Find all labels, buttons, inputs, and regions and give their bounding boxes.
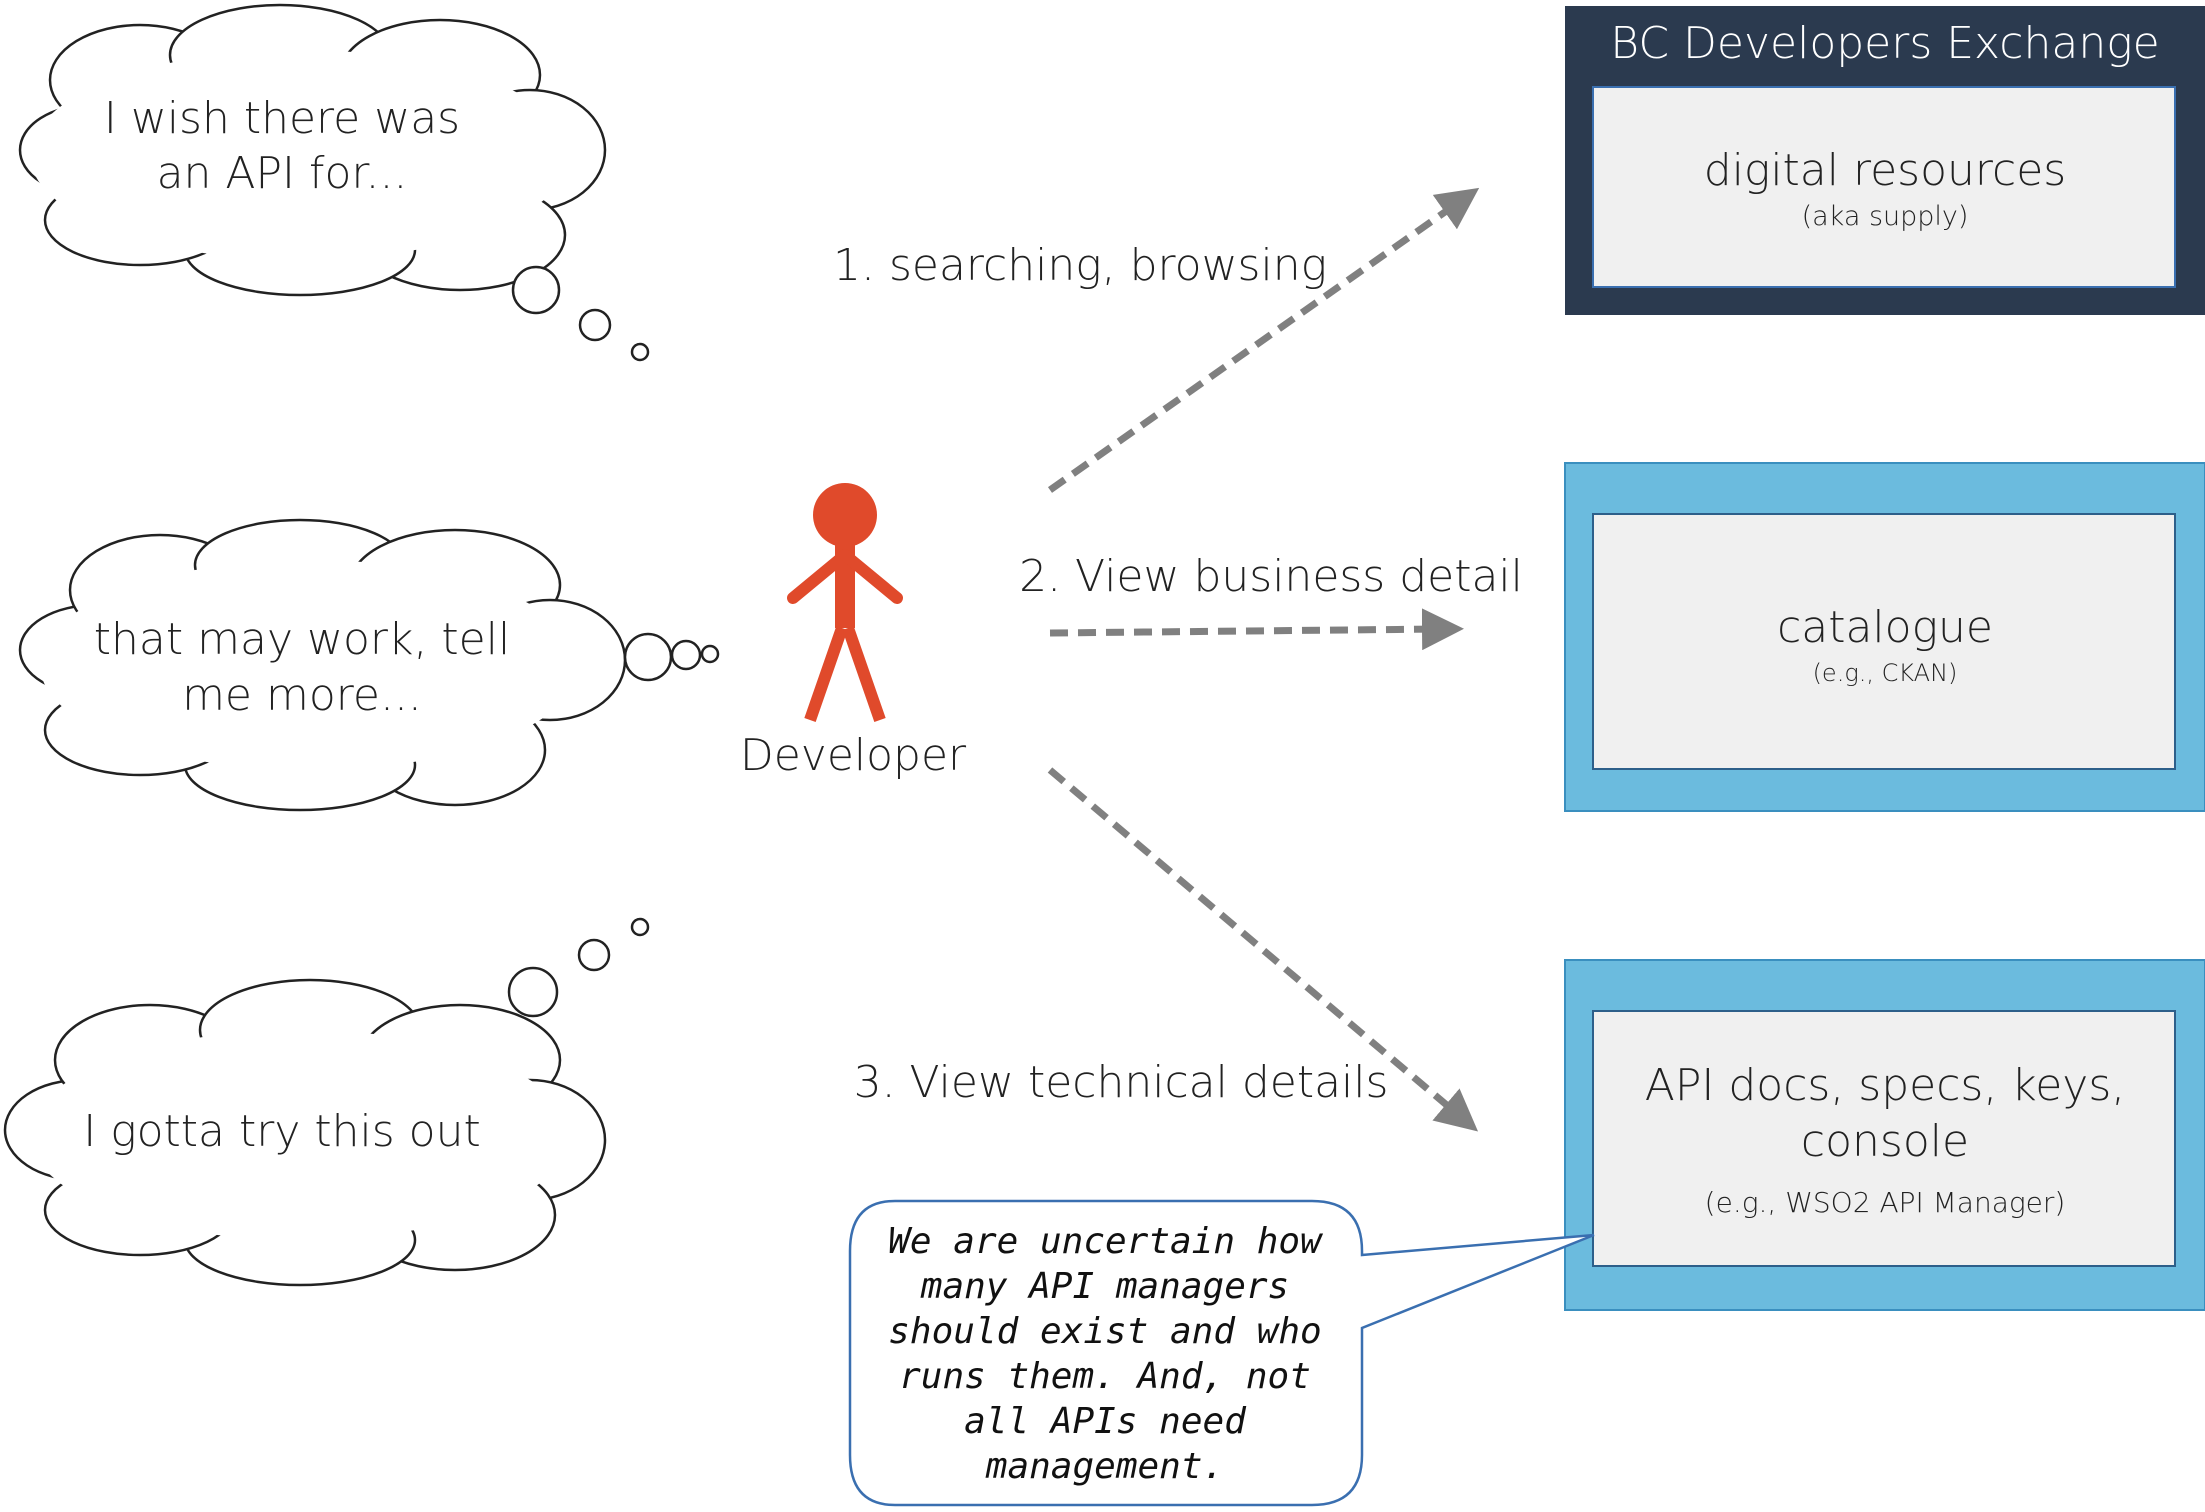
- step1-label: 1. searching, browsing: [833, 240, 1327, 291]
- note-line-2: many API managers: [920, 1266, 1289, 1307]
- catalogue-inner: [1592, 513, 2176, 770]
- catalogue-title: catalogue: [1777, 602, 1993, 653]
- catalogue-sub: (e.g., CKAN): [1813, 659, 1958, 687]
- thought-cloud-maybe: that may work, tell me more...: [18, 518, 720, 812]
- thought-cloud-wish: I wish there was an API for...: [18, 3, 650, 362]
- thought-maybe-line2: me more...: [182, 670, 422, 721]
- note-line-3: should exist and who: [888, 1311, 1321, 1352]
- thought-maybe-line1: that may work, tell: [94, 614, 510, 665]
- api-sub: (e.g., WSO2 API Manager): [1705, 1186, 2066, 1219]
- developer-label: Developer: [740, 730, 967, 781]
- thought-cloud-try: I gotta try this out: [3, 917, 650, 1287]
- developer-icon: [787, 483, 903, 722]
- thought-wish-line2: an API for...: [157, 148, 408, 199]
- arrows: [1047, 187, 1480, 1132]
- exchange-title: BC Developers Exchange: [1610, 18, 2159, 69]
- note-callout: We are uncertain how many API managers s…: [848, 1199, 1595, 1507]
- api-title-line2: console: [1801, 1116, 1969, 1167]
- digital-resources-sub: (aka supply): [1802, 201, 1969, 232]
- catalogue-box: catalogue (e.g., CKAN): [1564, 462, 2205, 812]
- api-inner: [1592, 1010, 2176, 1267]
- note-line-4: runs them. And, not: [899, 1356, 1311, 1397]
- note-line-6: management.: [985, 1446, 1224, 1487]
- api-box: API docs, specs, keys, console (e.g., WS…: [1564, 959, 2205, 1311]
- step3-label: 3. View technical details: [854, 1057, 1389, 1108]
- note-line-1: We are uncertain how: [888, 1221, 1324, 1262]
- thought-wish-line1: I wish there was: [104, 93, 460, 144]
- thought-try-text: I gotta try this out: [83, 1106, 480, 1157]
- note-line-5: all APIs need: [964, 1401, 1247, 1442]
- digital-resources-box: [1592, 86, 2176, 288]
- step2-label: 2. View business detail: [1019, 551, 1523, 602]
- arrow-step2: [1049, 608, 1464, 651]
- arrow-step3: [1047, 767, 1479, 1132]
- note-bubble: [848, 1199, 1595, 1507]
- api-title-line1: API docs, specs, keys,: [1645, 1060, 2125, 1111]
- exchange-box: BC Developers Exchange digital resources…: [1565, 6, 2205, 315]
- digital-resources-title: digital resources: [1704, 145, 2066, 196]
